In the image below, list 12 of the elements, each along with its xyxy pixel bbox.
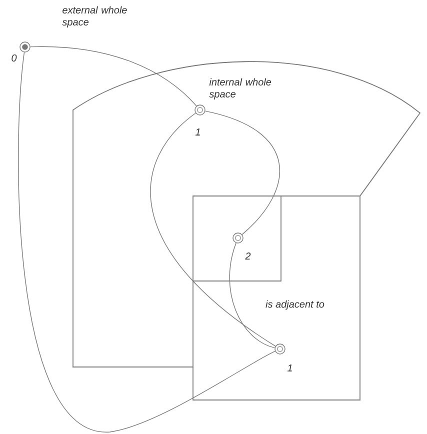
space-label: internal whole space (209, 78, 272, 100)
connector-curve (204, 110, 280, 235)
edge-label: is adjacent to (264, 299, 326, 311)
space-label: external whole space (62, 6, 127, 28)
connector-curve (30, 46, 197, 106)
connector-curve (229, 242, 276, 348)
connector-curve (18, 52, 276, 432)
vertex-number: 1 (195, 128, 200, 136)
vertex-number: 0 (12, 54, 17, 62)
vertex-number: 1 (287, 364, 292, 372)
connector-curve (150, 112, 276, 347)
vertex-number: 2 (245, 252, 251, 260)
